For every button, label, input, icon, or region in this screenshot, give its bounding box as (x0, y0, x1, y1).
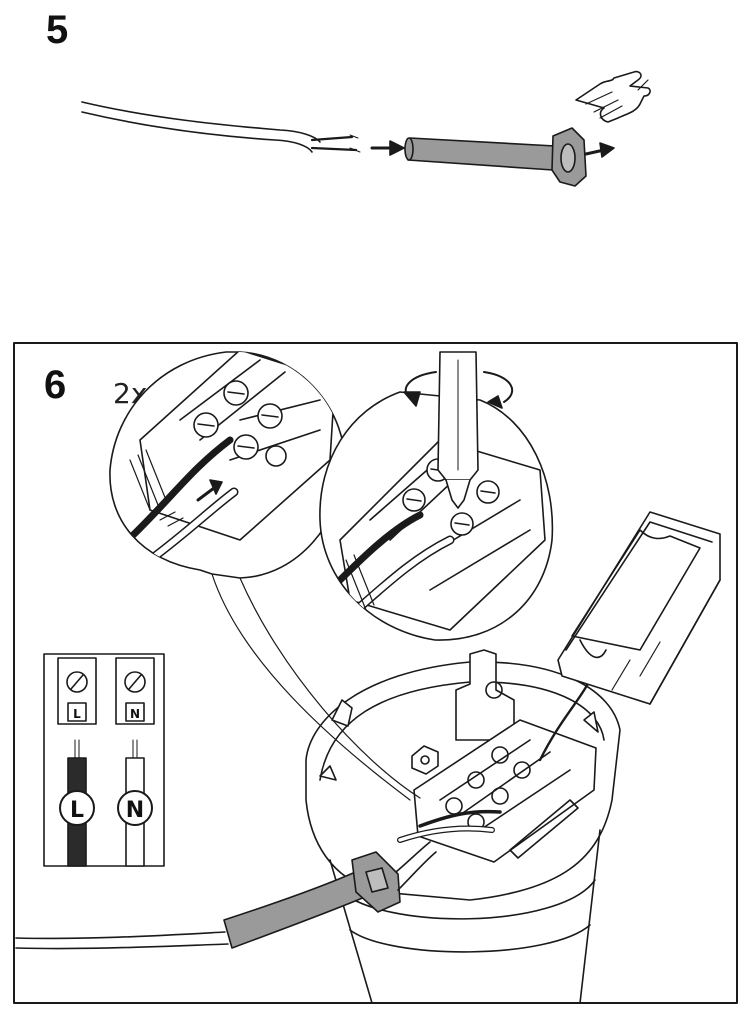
rotate-arrow-icon (403, 371, 514, 409)
zoom-bubble-right (319, 391, 554, 641)
screwdriver-icon (437, 351, 479, 509)
arrow-out-icon (584, 142, 615, 158)
step-6-cable (15, 841, 437, 950)
arrow-in-icon (370, 140, 405, 156)
neutral-wire-label: N (126, 798, 144, 823)
step-5-cable (81, 101, 361, 153)
sleeve-icon (404, 127, 587, 187)
terminal-l-label: L (73, 707, 81, 721)
live-wire-label: L (70, 798, 84, 823)
terminal-n-label: N (130, 707, 140, 721)
zoom-bubble-left (109, 351, 346, 579)
wiring-legend: L N L N (43, 653, 165, 867)
lamp-base (305, 649, 621, 1004)
leader-line-left-2 (239, 577, 421, 799)
cover-box (557, 511, 721, 705)
step-5-number: 5 (46, 8, 69, 52)
press-hand-icon (575, 70, 651, 123)
step-6-frame (13, 342, 738, 1004)
step-6-number: 6 (44, 363, 67, 407)
leader-line-left (211, 573, 411, 801)
